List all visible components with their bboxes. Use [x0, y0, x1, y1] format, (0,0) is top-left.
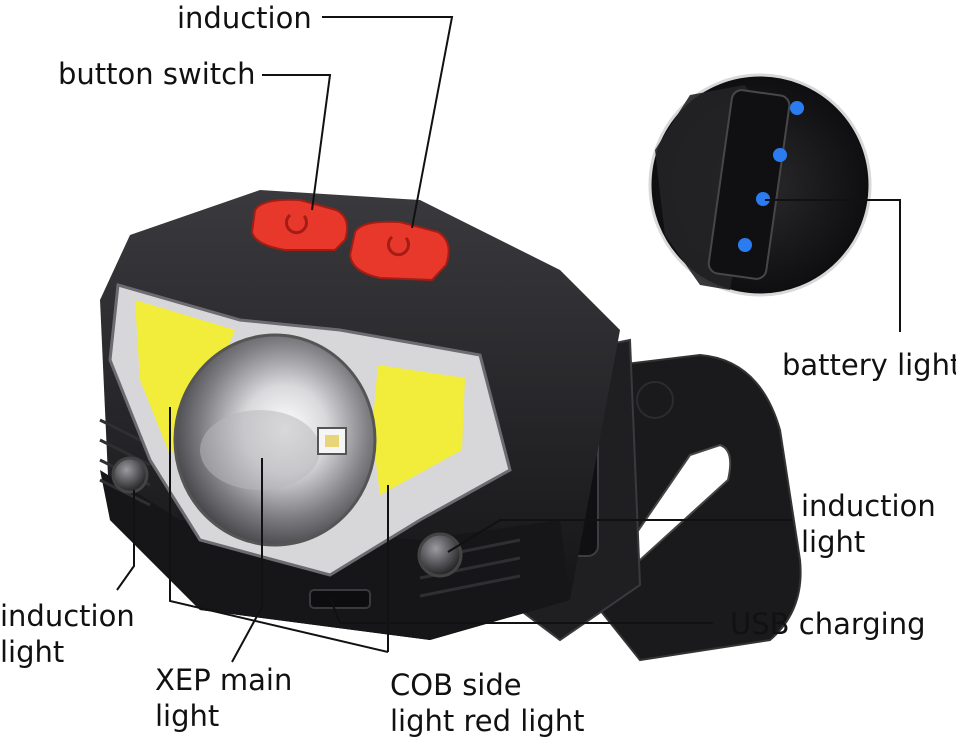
leader-xep	[231, 458, 263, 663]
label-xep-2: light	[155, 699, 220, 733]
label-cob-1: COB side	[390, 668, 522, 702]
leader-cob-left	[169, 407, 389, 653]
leader-lines	[116, 16, 901, 663]
lamp-body	[99, 190, 620, 640]
leader-induction-right	[447, 519, 792, 553]
cob-left	[135, 300, 235, 455]
zoom-battery-dot-3	[756, 192, 770, 206]
label-cob-2: light red light	[390, 704, 585, 738]
leader-induction-top	[322, 16, 454, 229]
leader-button-switch	[262, 74, 332, 211]
label-induction-light-left-1: induction	[0, 599, 135, 633]
label-induction-top: induction	[177, 1, 312, 35]
label-button-switch: button switch	[58, 57, 256, 91]
zoom-battery-dot-1	[790, 101, 804, 115]
leader-induction-left	[116, 490, 135, 591]
power-icon	[250, 198, 450, 282]
cob-right	[372, 365, 465, 495]
label-usb-charging: USB charging	[730, 607, 926, 641]
label-battery-light: battery light	[782, 348, 956, 382]
usb-port	[309, 589, 371, 609]
label-induction-light-left-2: light	[0, 635, 65, 669]
zoom-battery-dot-2	[773, 148, 787, 162]
label-induction-light-right-2: light	[801, 525, 866, 559]
zoom-battery-dot-4	[738, 238, 752, 252]
leader-usb	[329, 597, 713, 624]
induction-sensor-left	[111, 456, 149, 494]
label-xep-1: XEP main	[155, 663, 293, 697]
label-induction-light-right-1: induction	[801, 489, 936, 523]
battery-zoom-inset	[648, 73, 872, 297]
induction-sensor-right	[417, 532, 463, 578]
leader-battery-light	[765, 199, 901, 332]
